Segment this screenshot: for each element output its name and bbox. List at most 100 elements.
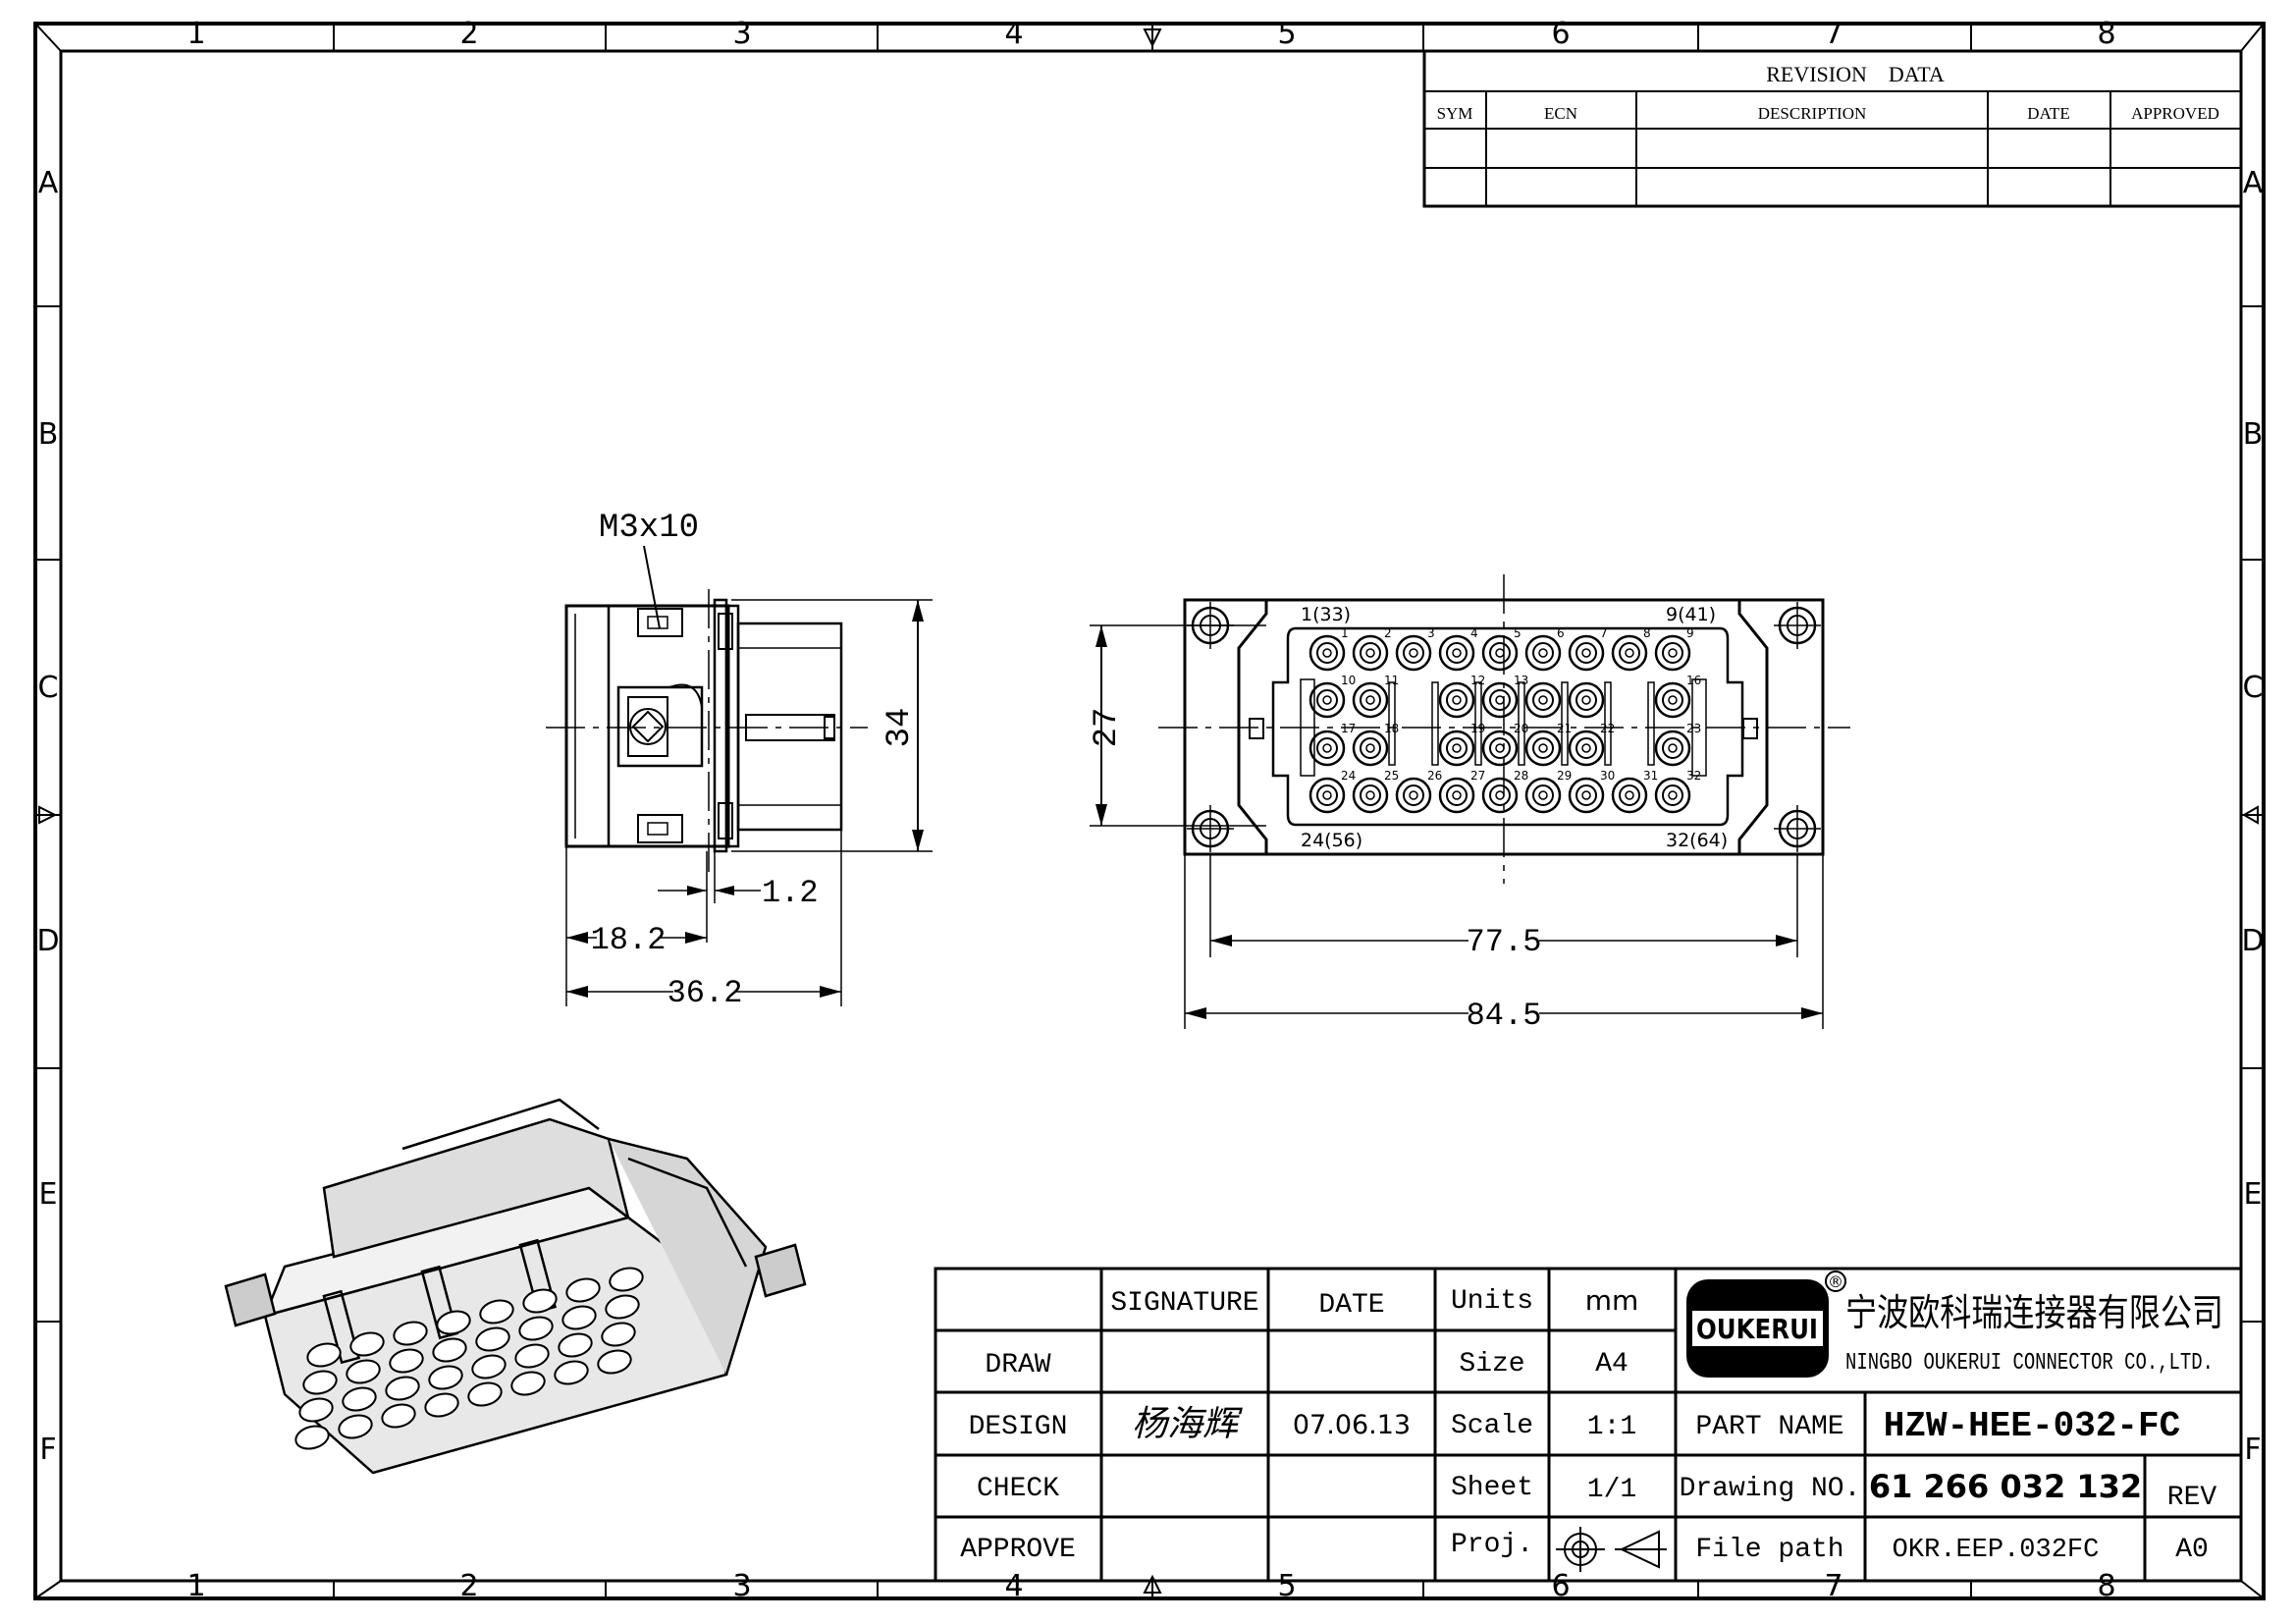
- zone-row-label: E: [2244, 1177, 2263, 1212]
- contact-pin: 29: [1524, 769, 1572, 814]
- registered-mark: ®: [1828, 1272, 1843, 1291]
- contact-hole: [605, 1294, 640, 1320]
- contact-pin-number: 12: [1470, 674, 1485, 687]
- file-path-value: OKR.EEP.032FC: [1893, 1536, 2100, 1565]
- revision-header-sym: SYM: [1437, 104, 1473, 123]
- prop-units-value: mm: [1585, 1284, 1639, 1317]
- contact-hole: [565, 1277, 601, 1303]
- dim-1-2: 1.2: [762, 875, 819, 911]
- contact-pin: [1568, 681, 1605, 719]
- contact-hole: [609, 1267, 644, 1292]
- contact-hole: [381, 1403, 416, 1429]
- contact-hole: [554, 1360, 589, 1385]
- header-signature: SIGNATURE: [1110, 1288, 1258, 1319]
- contact-hole: [514, 1343, 550, 1369]
- row-approve: APPROVE: [960, 1535, 1076, 1565]
- contact-pin: 26: [1395, 769, 1442, 814]
- revision-table: REVISION DATA SYM ECN DESCRIPTION DATE A…: [1422, 49, 2243, 208]
- contact-pin-number: 23: [1686, 722, 1701, 735]
- contact-hole: [424, 1392, 459, 1418]
- mounting-screw-icon: [1774, 805, 1821, 852]
- prop-units-label: Units: [1451, 1286, 1533, 1317]
- contact-pin: 6: [1524, 626, 1565, 672]
- contact-pin-number: 8: [1643, 626, 1651, 640]
- mounting-screw-icon: [1187, 805, 1234, 852]
- prop-size-value: A4: [1595, 1349, 1629, 1380]
- part-name-label: PART NAME: [1695, 1412, 1843, 1442]
- contact-pin-number: 28: [1514, 769, 1528, 783]
- zone-column-label: 7: [1824, 17, 1842, 51]
- revision-header-date: DATE: [2027, 104, 2069, 123]
- pin-label-bottom-left: 24(56): [1301, 830, 1362, 851]
- dim-height-27: 27: [1089, 708, 1126, 748]
- zone-row-label: C: [2243, 671, 2264, 705]
- isometric-view: [224, 1098, 807, 1475]
- contact-pin: 27: [1438, 769, 1485, 814]
- zone-column-label: 5: [1277, 17, 1296, 51]
- contact-pin-number: 26: [1427, 769, 1442, 783]
- contact-separator: [1647, 681, 1655, 766]
- revision-header-description: DESCRIPTION: [1758, 104, 1867, 123]
- revision-header-approved: APPROVED: [2131, 104, 2219, 123]
- contact-hole: [342, 1386, 377, 1412]
- contact-pin-number: 18: [1384, 722, 1399, 735]
- insert-rib: [1300, 678, 1315, 777]
- contact-pin: 25: [1352, 769, 1399, 814]
- company-name-en: NINGBO OUKERUI CONNECTOR CO.,LTD.: [1845, 1350, 2214, 1377]
- contact-pin: 24: [1308, 769, 1356, 814]
- dim-77-5: 77.5: [1467, 924, 1542, 960]
- drawing-no-label: Drawing NO.: [1680, 1474, 1861, 1504]
- zone-column-label: 8: [2097, 1569, 2115, 1603]
- contact-hole: [294, 1425, 330, 1450]
- zone-column-label: 3: [732, 17, 751, 51]
- contact-hole: [393, 1321, 428, 1346]
- prop-sheet-label: Sheet: [1451, 1473, 1533, 1503]
- zone-column-label: 5: [1277, 1569, 1296, 1603]
- contact-pin-number: 21: [1557, 722, 1572, 735]
- dim-18-2: 18.2: [591, 922, 667, 958]
- contact-hole: [522, 1288, 558, 1314]
- zone-row-label: A: [38, 166, 59, 200]
- dim-84-5: 84.5: [1467, 998, 1542, 1034]
- dim-36-2: 36.2: [667, 975, 743, 1011]
- contact-pin-number: 5: [1514, 626, 1522, 640]
- contact-hole: [510, 1371, 546, 1396]
- contact-pin-number: 1: [1341, 626, 1349, 640]
- zone-column-label: 4: [1004, 1569, 1023, 1603]
- pin-label-bottom-right: 32(64): [1666, 830, 1728, 851]
- contact-hole: [471, 1354, 507, 1380]
- contact-pin: 32: [1654, 769, 1701, 814]
- contact-pin: 16: [1654, 674, 1701, 719]
- contact-pin-number: 11: [1384, 674, 1399, 687]
- zone-column-label: 1: [187, 1569, 205, 1603]
- contact-pin: 8: [1611, 626, 1651, 672]
- zone-row-label: D: [36, 924, 59, 958]
- contact-separator: [1561, 681, 1569, 766]
- pin-label-top-right: 9(41): [1666, 604, 1716, 625]
- company-name-cn: 宁波欧科瑞连接器有限公司: [1845, 1291, 2223, 1334]
- contact-pin: 3: [1395, 626, 1435, 672]
- zone-column-label: 8: [2097, 17, 2115, 51]
- zone-markers: [35, 24, 2264, 1598]
- revision-header-ecn: ECN: [1544, 104, 1577, 123]
- rev-value: A0: [2175, 1535, 2209, 1565]
- contact-hole: [349, 1331, 385, 1357]
- contact-hole: [302, 1370, 338, 1395]
- contact-pin: 19: [1438, 722, 1485, 767]
- contact-pin-number: 3: [1427, 626, 1435, 640]
- zone-row-label: B: [2243, 417, 2264, 452]
- logo-text: OUKERUI: [1696, 1313, 1818, 1345]
- contact-pin: 2: [1352, 626, 1392, 672]
- header-date: DATE: [1318, 1290, 1384, 1321]
- contact-separator: [1518, 681, 1525, 766]
- contact-pin-number: 10: [1341, 674, 1356, 687]
- zone-row-label: E: [39, 1177, 58, 1212]
- file-path-label: File path: [1695, 1535, 1843, 1565]
- zone-row-label: B: [38, 417, 59, 452]
- contact-separator: [1474, 681, 1482, 766]
- contact-hole: [428, 1365, 463, 1390]
- contact-hole: [338, 1414, 373, 1439]
- contact-pin-number: 22: [1600, 722, 1615, 735]
- contact-pin: 4: [1438, 626, 1478, 672]
